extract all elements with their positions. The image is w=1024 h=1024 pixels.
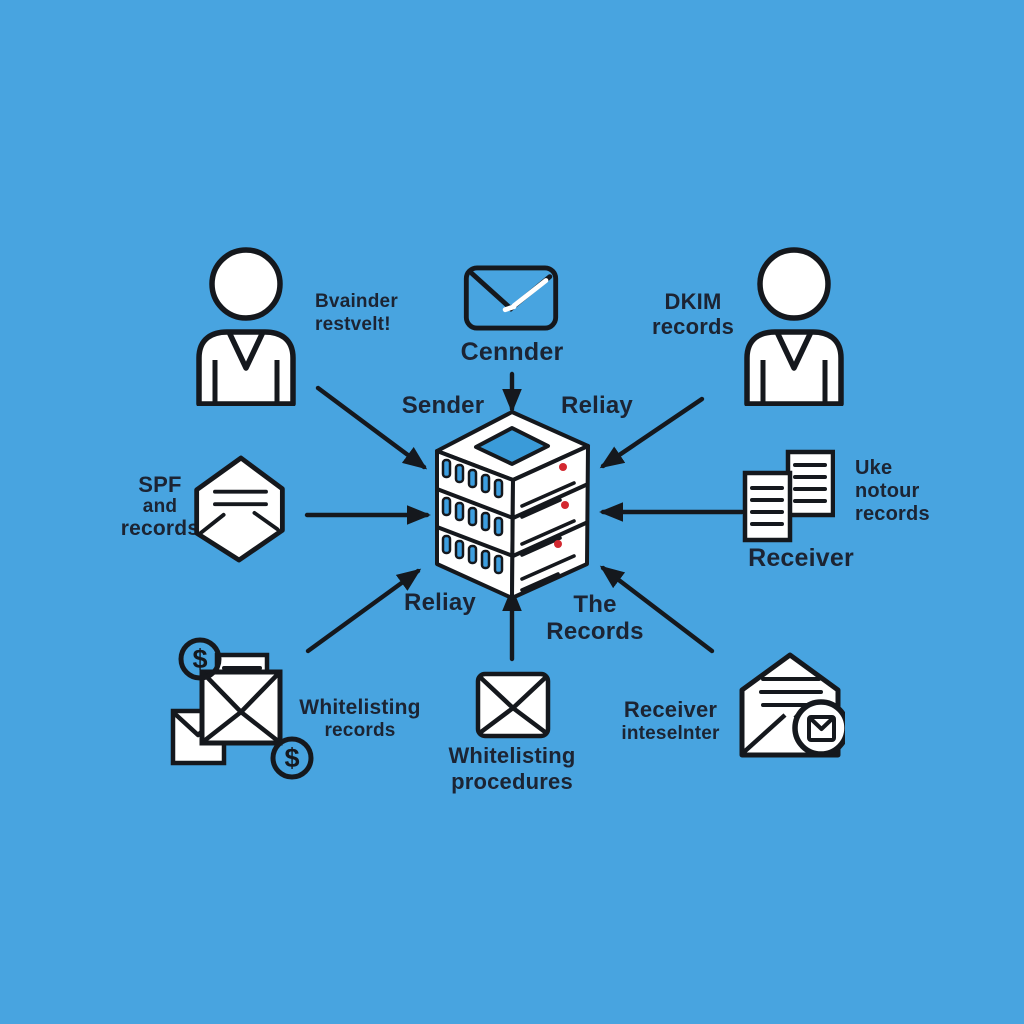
closed-envelope-icon [474,670,552,740]
sender-person-caption: Bvainder restvelt! [315,290,398,336]
server-stack-icon [424,406,602,604]
caption-line: inteselnter [621,723,720,744]
arrow-received-envelope-to-server [599,565,715,654]
caption-line: and [142,496,178,517]
dkim-caption: DKIM records [633,289,753,339]
arrow-dkim-person-to-server [599,396,705,469]
dollar-symbol: $ [192,644,207,674]
caption-line: restvelt! [315,314,391,335]
caption-line: Sender [401,392,485,419]
person-icon [741,246,847,406]
top-envelope-caption: Cennder [432,338,592,367]
bottom-envelope-caption: Whitelisting procedures [432,743,592,795]
server-label-relay-top: Reliay [537,392,657,420]
envelope-outline-icon [462,264,560,332]
money-envelope-caption: Whitelisting records [290,696,430,742]
caption-line: procedures [451,769,573,794]
caption-line: notour [855,480,920,502]
caption-line: SPF [138,472,182,497]
caption-line: records [651,314,735,339]
right-docs-side-caption: Uke notour records [855,457,930,526]
caption-line: Records [546,618,644,645]
received-mail-icon [733,645,845,763]
caption-line: DKIM [664,289,722,314]
envelope-with-coins-icon: $ $ [162,632,314,784]
server-label-the-records: The Records [534,591,656,645]
arrow-sender-person-to-server [315,385,428,470]
caption-line: Whitelisting [299,696,421,719]
caption-line: records [120,517,200,540]
spf-caption: SPF and records [110,474,210,540]
person-icon [193,246,299,406]
caption-line: records [855,503,930,525]
caption-line: Whitelisting [448,743,576,768]
caption-line: Cennder [460,338,564,366]
dollar-symbol: $ [284,743,299,773]
caption-line: records [324,720,396,741]
caption-line: Bvainder [315,291,398,312]
received-envelope-caption: Receiver inteselnter [608,698,733,746]
caption-line: The [573,591,617,618]
right-docs-below-caption: Receiver [740,544,862,573]
caption-line: Uke [855,457,893,479]
open-envelope-icon [188,452,292,568]
caption-line: Reliay [561,392,633,419]
server-label-relay-bottom: Reliay [380,589,500,617]
arrow-money-envelope-to-server [305,568,422,654]
server-label-sender: Sender [383,392,503,420]
caption-line: Receiver [623,697,718,722]
caption-line: Reliay [404,589,476,616]
documents-icon [740,443,835,543]
caption-line: Receiver [748,544,854,572]
